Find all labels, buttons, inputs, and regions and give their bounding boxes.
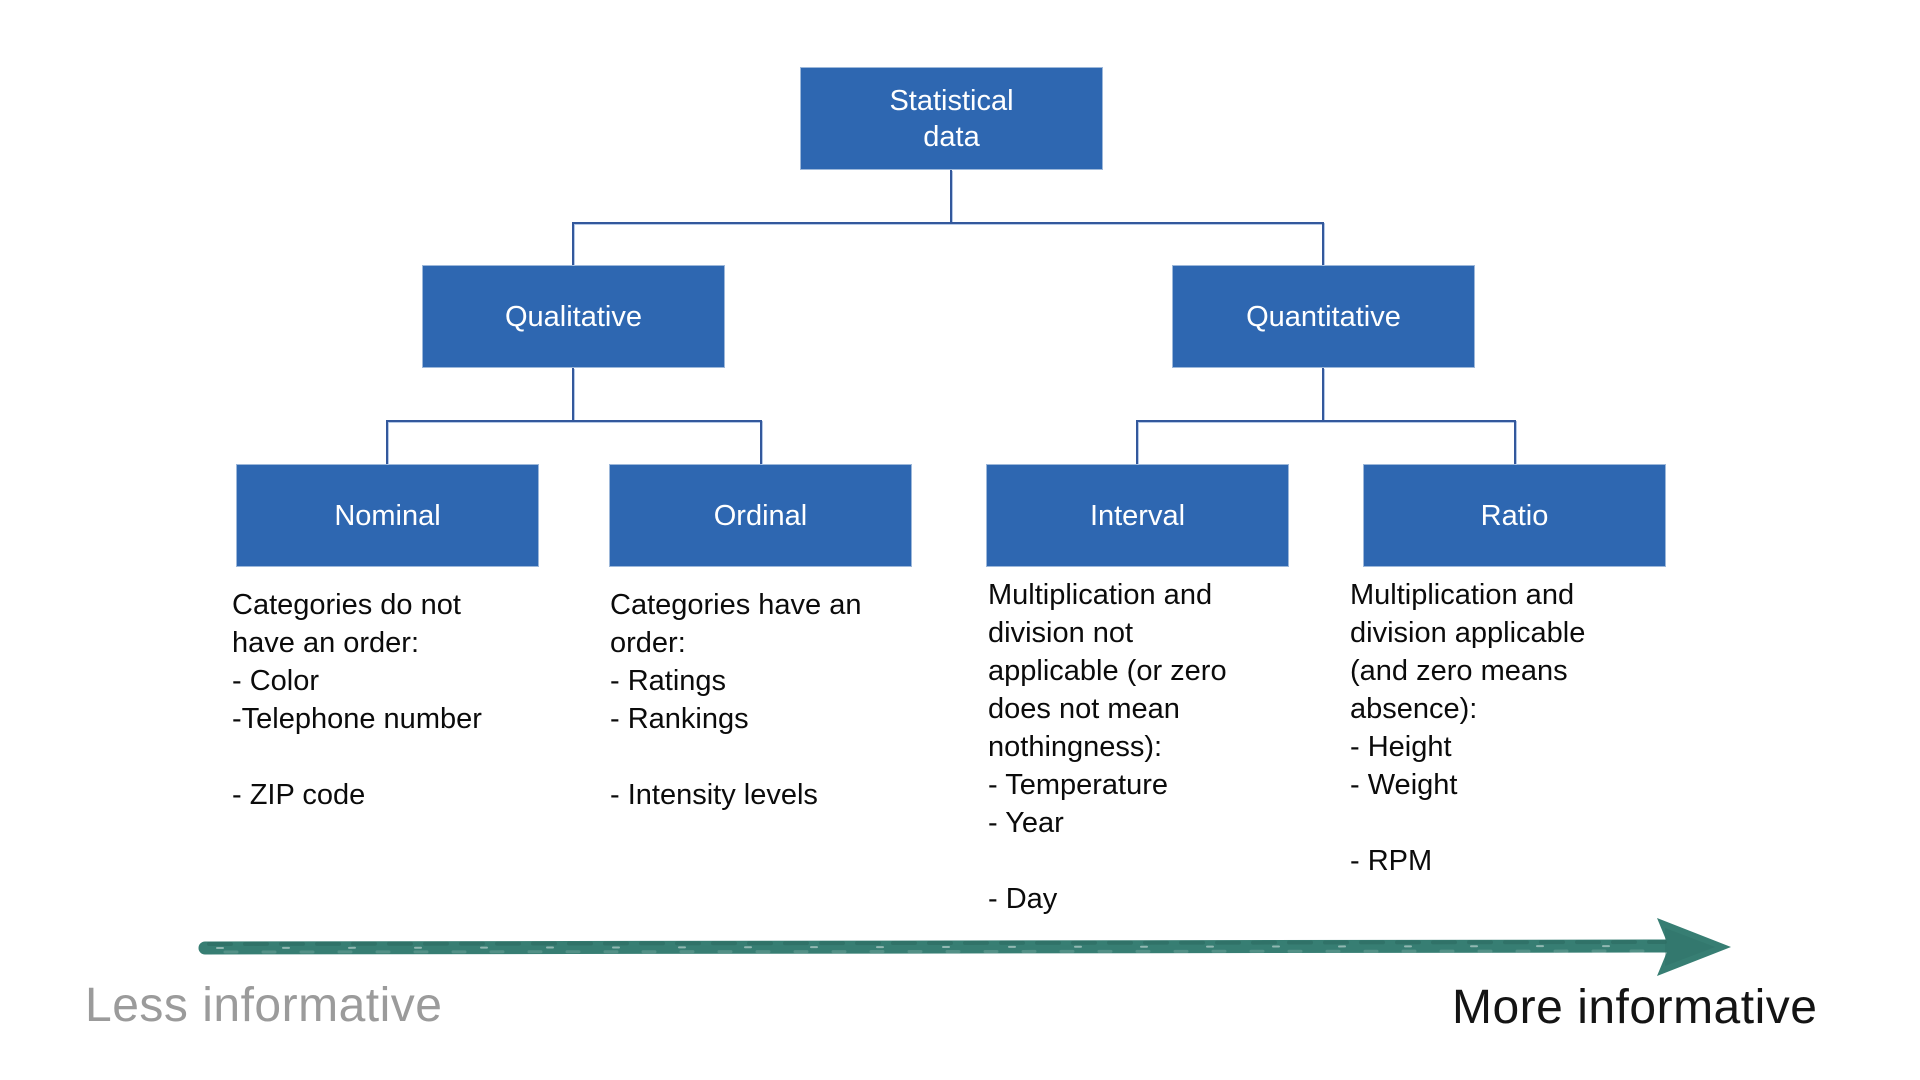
ratio-description: Multiplication and division applicable (… — [1350, 579, 1586, 877]
nominal-description: Categories do not have an order: - Color… — [232, 589, 482, 811]
connector-root-stem — [950, 170, 952, 223]
node-qualitative: Qualitative — [422, 265, 725, 368]
connector-ratio-drop — [1514, 421, 1516, 464]
connector-qualitative-horizontal — [386, 420, 762, 422]
connector-level1-horizontal — [572, 222, 1324, 224]
node-statistical-data-label: Statistical data — [889, 84, 1014, 153]
node-quantitative-label: Quantitative — [1246, 300, 1401, 333]
node-ratio: Ratio — [1363, 464, 1666, 567]
node-nominal-label: Nominal — [334, 499, 441, 532]
less-informative-label: Less informative — [85, 979, 443, 1032]
interval-description: Multiplication and division not applicab… — [988, 579, 1227, 915]
connector-nominal-drop — [386, 421, 388, 464]
node-ratio-label: Ratio — [1480, 499, 1549, 532]
connector-qualitative-drop — [572, 223, 574, 265]
connector-quantitative-drop — [1322, 223, 1324, 265]
connector-interval-drop — [1136, 421, 1138, 464]
node-statistical-data: Statistical data — [800, 67, 1103, 170]
connector-qualitative-stem — [572, 368, 574, 421]
node-nominal: Nominal — [236, 464, 539, 567]
informativeness-arrow-icon — [198, 918, 1731, 976]
node-ordinal: Ordinal — [609, 464, 912, 567]
connector-quantitative-stem — [1322, 368, 1324, 421]
node-qualitative-label: Qualitative — [504, 300, 642, 333]
ordinal-description: Categories have an order: - Ratings - Ra… — [610, 589, 862, 811]
connector-ordinal-drop — [760, 421, 762, 464]
node-quantitative: Quantitative — [1172, 265, 1475, 368]
node-ordinal-label: Ordinal — [713, 499, 808, 532]
more-informative-label: More informative — [1452, 981, 1818, 1034]
node-interval: Interval — [986, 464, 1289, 567]
connector-quantitative-horizontal — [1136, 420, 1516, 422]
node-interval-label: Interval — [1089, 499, 1186, 532]
